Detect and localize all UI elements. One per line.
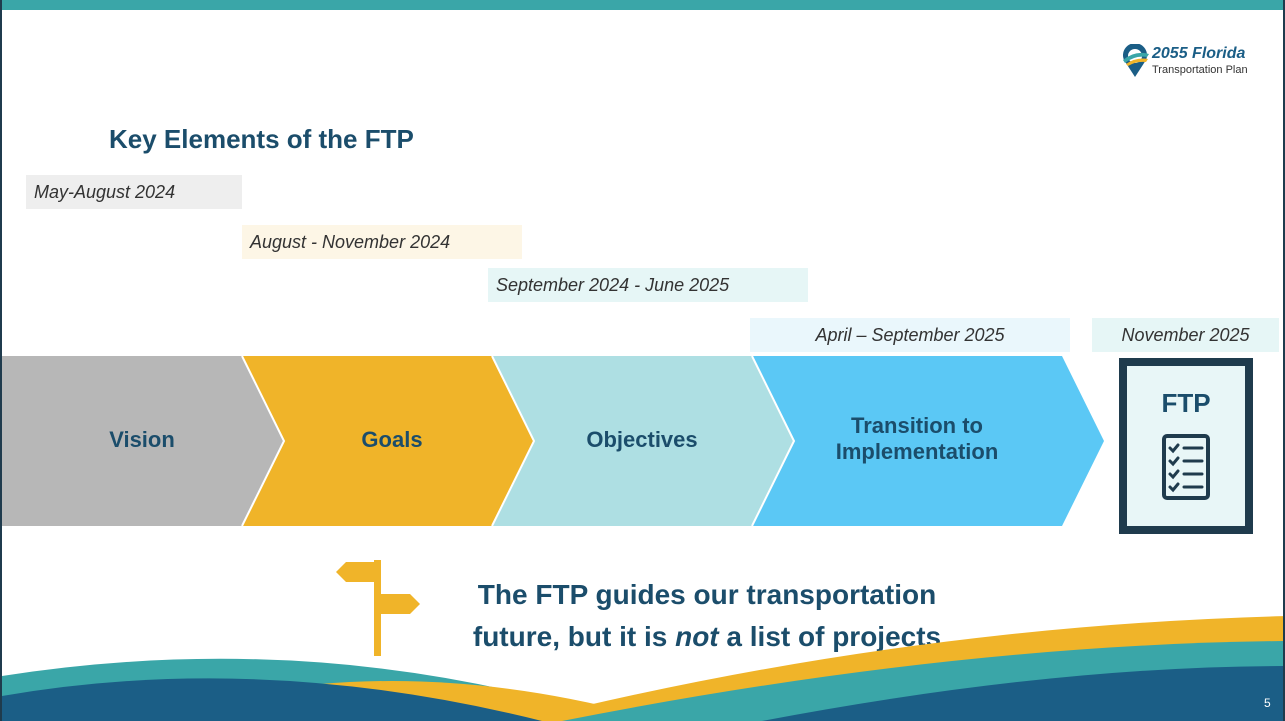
date-label-goals: August - November 2024 bbox=[242, 225, 522, 259]
chevron-vision bbox=[2, 356, 284, 526]
chevron-transition bbox=[752, 356, 1104, 526]
chevron-goals bbox=[242, 356, 534, 526]
page-number: 5 bbox=[1264, 696, 1271, 710]
tagline-line1: The FTP guides our transportation bbox=[477, 579, 937, 610]
tagline-emphasis: not bbox=[675, 621, 719, 652]
bottom-wave-decoration bbox=[2, 616, 1283, 721]
tagline: The FTP guides our transportation future… bbox=[422, 574, 992, 658]
page-title: Key Elements of the FTP bbox=[109, 124, 414, 154]
chevron-objectives bbox=[492, 356, 794, 526]
tagline-line2-pre: future, but it is bbox=[472, 621, 676, 652]
date-label-transition: April – September 2025 bbox=[750, 318, 1070, 352]
tagline-line2-post: a list of projects bbox=[718, 621, 942, 652]
top-accent-bar bbox=[2, 0, 1283, 10]
logo-pin-icon bbox=[1123, 44, 1149, 77]
stage-label-transition-line1: Transition to bbox=[851, 413, 983, 438]
stage-label-transition-line2: Implementation bbox=[835, 439, 999, 464]
stage-label-transition: Transition to Implementation bbox=[792, 413, 1042, 465]
date-label-objectives: September 2024 - June 2025 bbox=[488, 268, 808, 302]
checklist-icon bbox=[1162, 434, 1210, 500]
stage-label-goals: Goals bbox=[361, 427, 423, 452]
ftp-logo: 2055 Florida Transportation Plan bbox=[1120, 44, 1280, 84]
logo-title: 2055 Florida bbox=[1152, 45, 1246, 62]
date-label-vision: May-August 2024 bbox=[26, 175, 242, 209]
ftp-document-label: FTP bbox=[1161, 388, 1211, 418]
logo-subtitle: Transportation Plan bbox=[1152, 64, 1248, 76]
tagline-line2: future, but it is not a list of projects bbox=[422, 616, 992, 658]
stage-label-vision: Vision bbox=[109, 427, 175, 452]
process-chevrons bbox=[2, 356, 1104, 526]
signpost-icon bbox=[336, 560, 420, 656]
stage-label-objectives: Objectives bbox=[586, 427, 698, 452]
ftp-document: FTP bbox=[1119, 358, 1253, 534]
date-label-ftp: November 2025 bbox=[1092, 318, 1279, 352]
